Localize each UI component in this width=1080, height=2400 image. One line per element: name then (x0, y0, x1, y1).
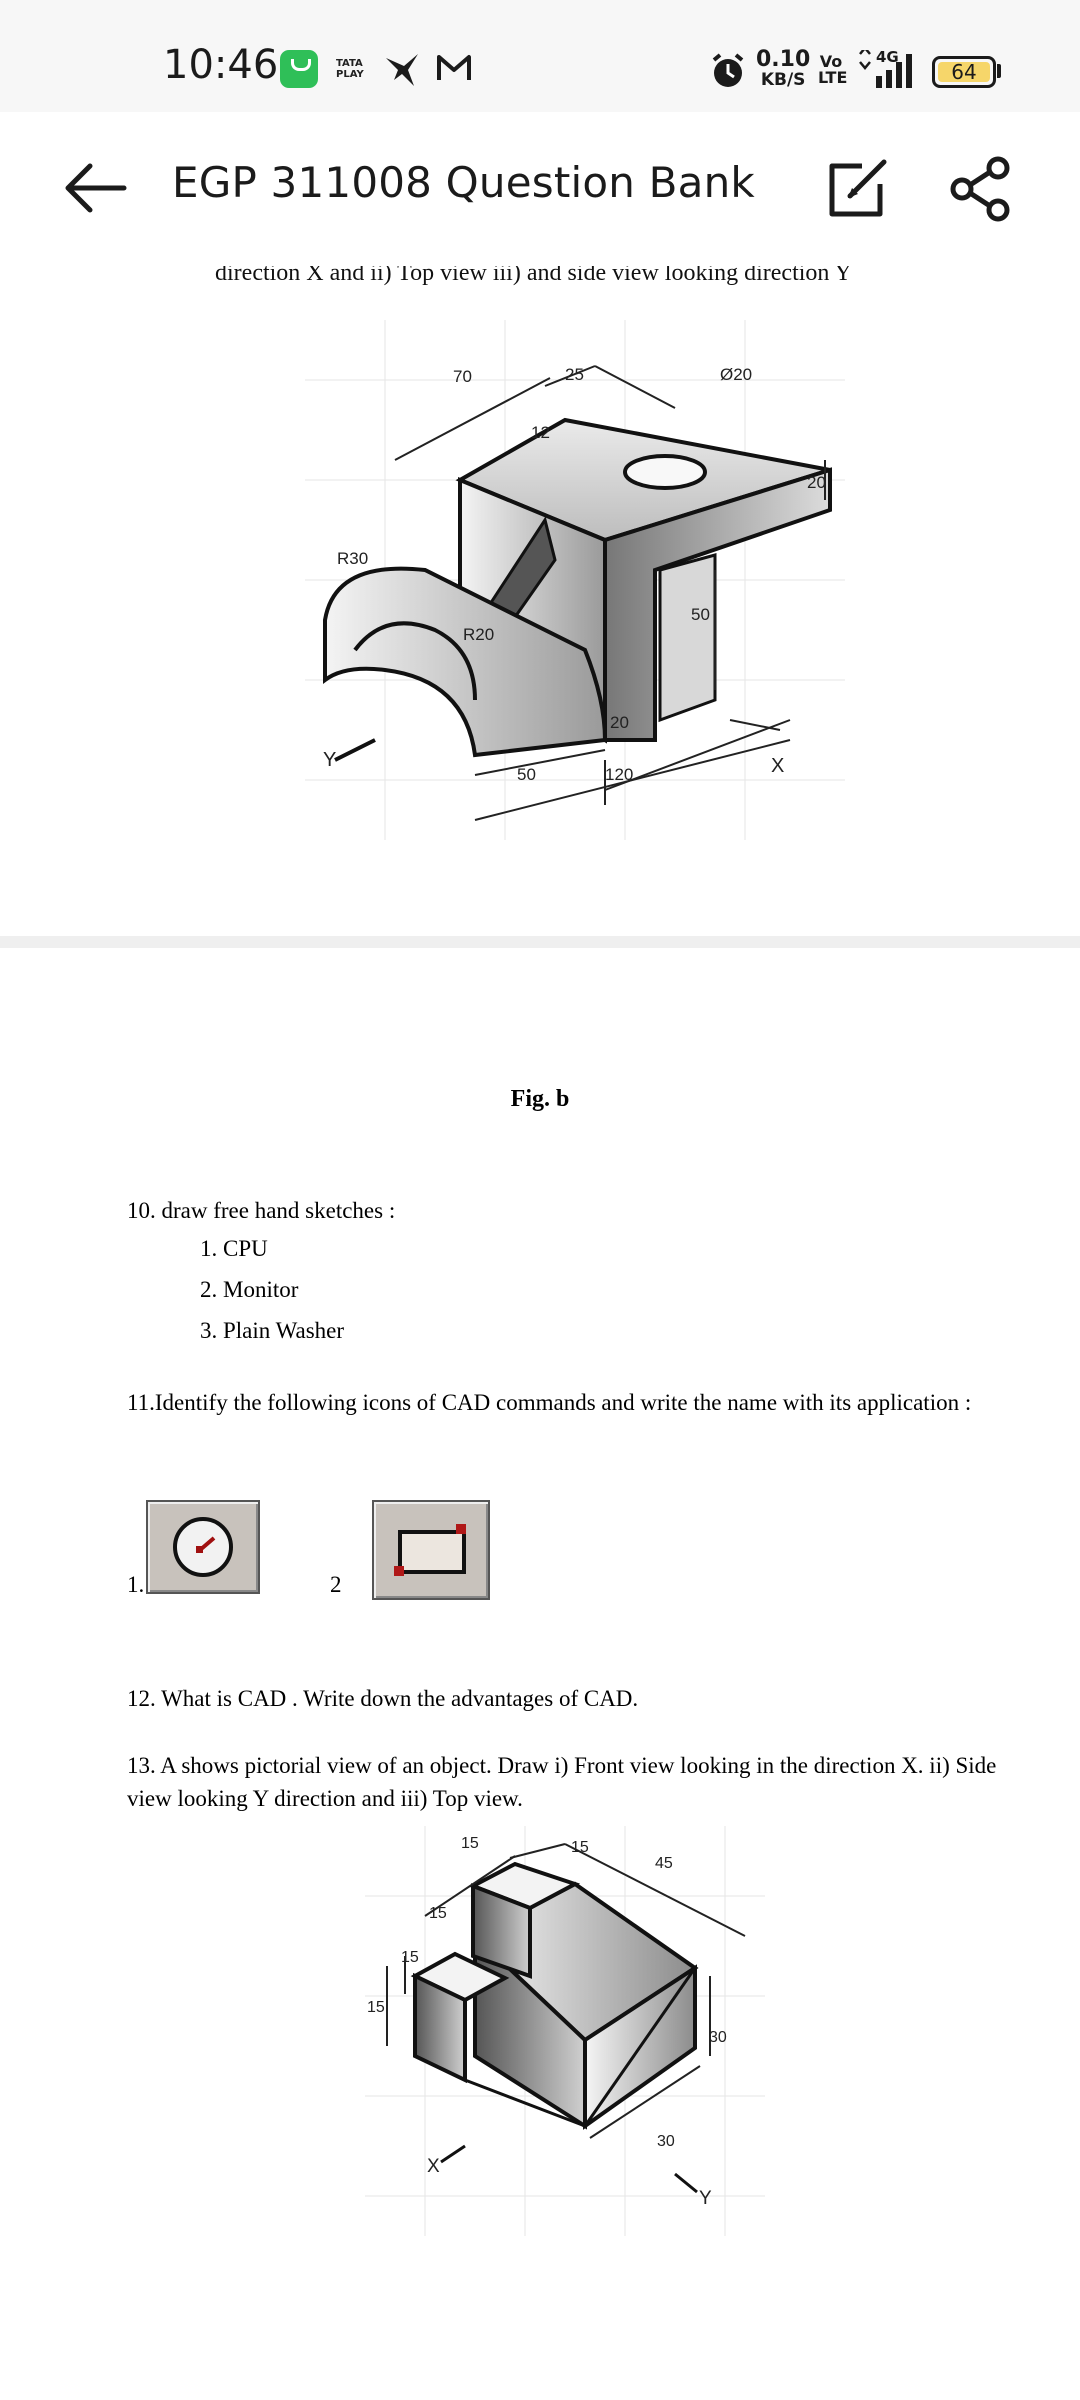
axis-label-y: Y (699, 2188, 712, 2209)
question-13: 13. A shows pictorial view of an object.… (127, 1753, 997, 1811)
battery-icon: 64 (932, 56, 996, 88)
tata-play-icon: TATA PLAY (336, 58, 364, 80)
network-speed-unit: KB/S (760, 70, 806, 90)
question-text-fragment: direction X and ii) Top view iii) and si… (215, 266, 852, 286)
share-icon[interactable] (946, 154, 1016, 224)
isometric-figure-b: 70 25 Ø20 12 20 50 R30 R20 20 50 120 X Y (305, 320, 845, 840)
icon-2-label: 2 (330, 1572, 342, 1597)
dimension-label: 15 (367, 1999, 385, 2016)
dimension-label: Ø20 (720, 365, 752, 384)
battery-level: 64 (951, 60, 977, 84)
back-arrow-icon[interactable] (60, 152, 132, 224)
app-notification-icon (280, 50, 318, 88)
network-speed-value: 0.10 (756, 47, 811, 72)
icon-1-label: 1. (127, 1572, 145, 1597)
document-title: EGP 311008 Question Bank (172, 158, 755, 207)
axis-label-y: Y (323, 749, 336, 771)
question-10-item: 2. Monitor (200, 1277, 299, 1302)
dimension-label: 25 (565, 365, 584, 384)
volte-indicator: Vo LTE (818, 52, 848, 87)
figure-caption: Fig. b (510, 1086, 570, 1112)
dimension-label: 50 (691, 605, 710, 624)
dimension-label: 15 (401, 1949, 419, 1966)
pdf-page-2: Fig. b 10. draw free hand sketches : 1. … (0, 948, 1080, 2400)
question-10-item: 1. CPU (200, 1236, 268, 1261)
dimension-label: 45 (655, 1855, 673, 1872)
dimension-label: 20 (807, 473, 826, 492)
network-type: 4G (876, 48, 899, 66)
pdf-page-1: direction X and ii) Top view iii) and si… (0, 266, 1080, 936)
app-bar: EGP 311008 Question Bank (0, 112, 1080, 266)
edit-icon[interactable] (822, 154, 892, 224)
dimension-label: 70 (453, 367, 472, 386)
dimension-label: 20 (610, 713, 629, 732)
dimension-label: 50 (517, 765, 536, 784)
dimension-label: R30 (337, 549, 368, 568)
page-separator (0, 936, 1080, 948)
status-time: 10:46 (163, 42, 279, 88)
cad-rectangle-command-icon (372, 1500, 490, 1600)
bird-app-icon (386, 54, 418, 86)
gmail-icon (437, 55, 471, 80)
dimension-label: R20 (463, 625, 494, 644)
dimension-label: 15 (571, 1839, 589, 1856)
dimension-label: 120 (605, 765, 633, 784)
axis-label-x: X (427, 2156, 440, 2177)
alarm-icon (712, 53, 744, 87)
dimension-label: 30 (709, 2029, 727, 2046)
network-speed: 0.10 KB/S (756, 47, 811, 91)
axis-label-x: X (771, 755, 784, 777)
signal-strength-icon (859, 50, 912, 88)
dimension-label: 30 (657, 2133, 675, 2150)
question-12: 12. What is CAD . Write down the advanta… (127, 1686, 639, 1711)
question-11: 11.Identify the following icons of CAD c… (127, 1390, 972, 1415)
status-bar: 10:46 TATA PLAY 0.10 KB/S Vo LTE 4G 64 (0, 0, 1080, 112)
question-10: 10. draw free hand sketches : (127, 1198, 396, 1223)
dimension-label: 15 (461, 1835, 479, 1852)
isometric-figure-q13: 15 15 45 15 15 15 30 30 X Y (365, 1826, 765, 2236)
cad-circle-command-icon (146, 1500, 260, 1594)
dimension-label: 12 (531, 423, 550, 442)
dimension-label: 15 (429, 1905, 447, 1922)
question-10-item: 3. Plain Washer (200, 1318, 345, 1343)
